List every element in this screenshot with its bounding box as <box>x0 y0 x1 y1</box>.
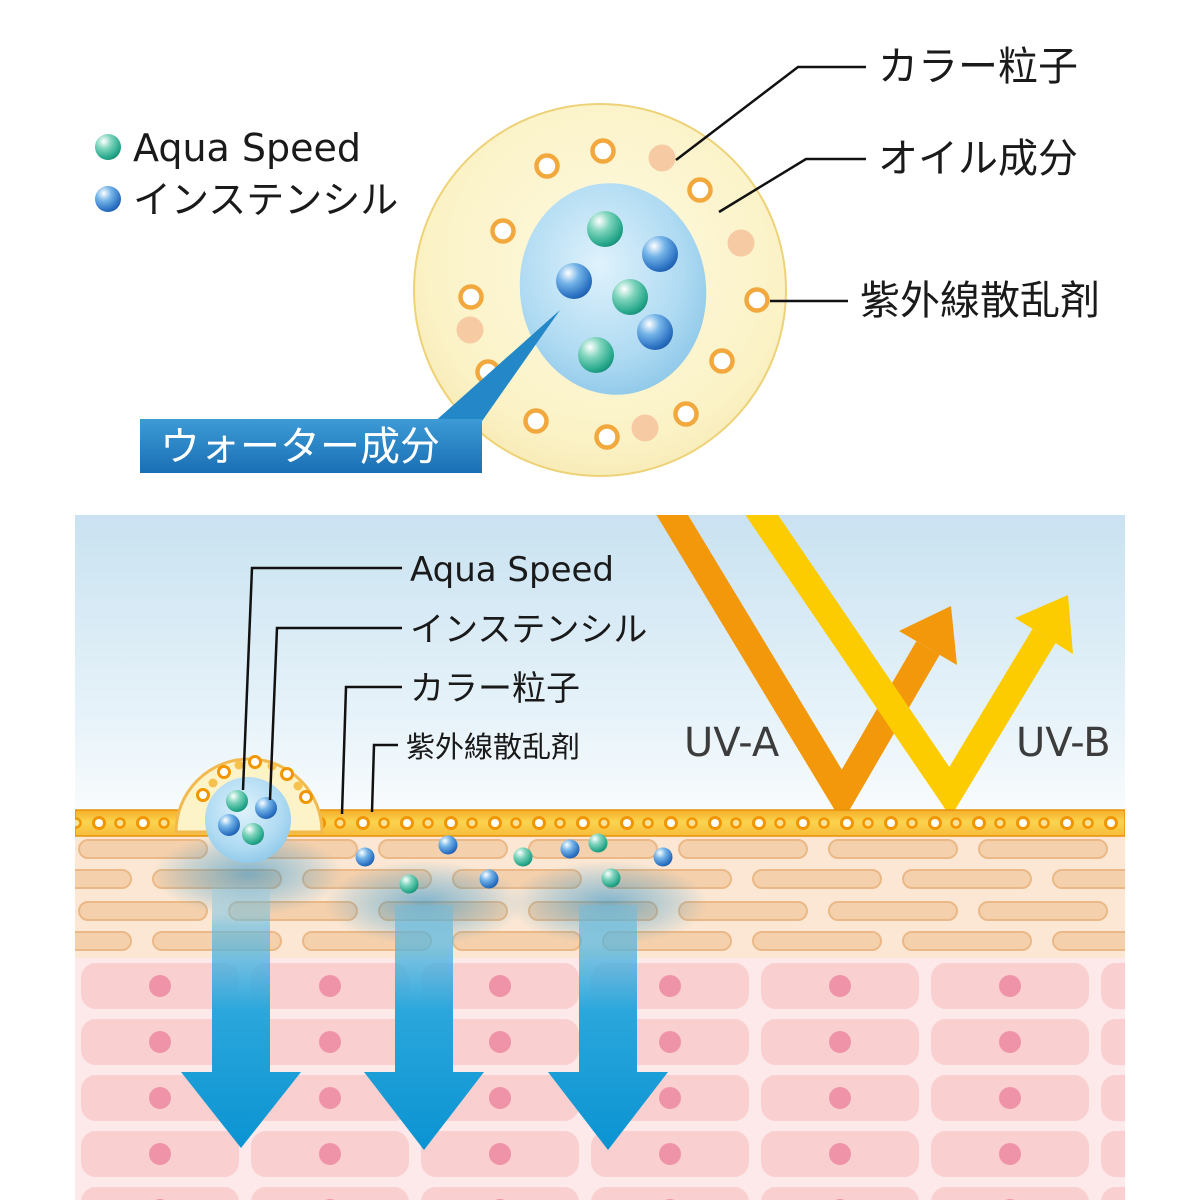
water-label: ウォーター成分 <box>160 424 440 470</box>
down-arrow-3-icon <box>548 905 668 1150</box>
skin-color-particle-label: カラー粒子 <box>410 669 580 709</box>
oil-connector <box>718 157 866 214</box>
core-spheres <box>556 211 678 373</box>
skin-instencil-label: インステンシル <box>410 610 647 650</box>
skin-instencil-connector <box>268 626 402 801</box>
color-particle-connector <box>675 65 866 161</box>
uvb-ray <box>745 515 1056 818</box>
color-particles <box>456 144 755 442</box>
legend: Aqua Speed インステンシル <box>95 126 398 222</box>
capsule-section: Aqua Speed インステンシル <box>95 44 1100 477</box>
color-particle-label: カラー粒子 <box>878 44 1078 90</box>
legend-instencil-label: インステンシル <box>133 178 398 222</box>
penetration-arrows <box>153 832 708 1150</box>
dome-water-core <box>205 777 291 863</box>
uv-scatter-label: 紫外線散乱剤 <box>860 278 1100 324</box>
skin-aqua-connector <box>241 566 402 791</box>
down-arrow-1-icon <box>181 885 301 1148</box>
skin-aqua-label: Aqua Speed <box>410 550 614 590</box>
water-label-box <box>140 419 482 473</box>
uvb-label: UV-B <box>1016 720 1111 766</box>
uv-rays <box>656 515 1073 823</box>
legend-aqua-speed-label: Aqua Speed <box>133 126 361 170</box>
skin-color-particle-connector <box>340 685 402 815</box>
water-component-callout: ウォーター成分 <box>140 310 560 473</box>
dome-rings <box>196 755 313 804</box>
uva-label: UV-A <box>684 720 780 766</box>
instencil-sphere-icon <box>95 186 121 212</box>
skin-uv-scatter-connector <box>370 743 398 813</box>
skin-uv-scatter-label: 紫外線散乱剤 <box>406 730 580 764</box>
dome-spheres <box>218 790 277 845</box>
uvb-arrowhead-icon <box>1015 595 1073 654</box>
scattered-spheres <box>355 833 673 894</box>
oil-label: オイル成分 <box>878 136 1078 182</box>
capsule-callouts: カラー粒子 オイル成分 紫外線散乱剤 <box>675 44 1100 324</box>
uv-scatter-rings <box>458 138 770 450</box>
water-pointer-wedge <box>432 310 560 424</box>
skin-section: Aqua Speed インステンシル カラー粒子 紫外線散乱剤 UV-A UV-… <box>75 515 1125 1200</box>
skin-callouts: Aqua Speed インステンシル カラー粒子 紫外線散乱剤 UV-A UV-… <box>241 550 1111 815</box>
aqua-speed-sphere-icon <box>95 134 121 160</box>
uva-arrowhead-icon <box>899 606 957 665</box>
down-arrow-2-icon <box>364 905 484 1150</box>
